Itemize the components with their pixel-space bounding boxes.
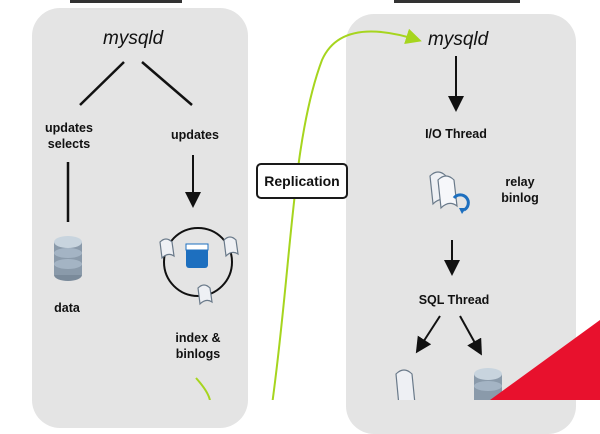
binlog-cycle-icon	[159, 227, 239, 306]
sql-branch-arrow-left	[415, 315, 441, 354]
relay-binlog-icon	[429, 171, 470, 214]
replication-curve	[271, 28, 422, 400]
data-label: data	[54, 301, 80, 315]
slave-panel-top-edge	[394, 0, 520, 3]
binlog-outflow-curve	[195, 377, 211, 400]
master-mysqld-title: mysqld	[103, 28, 164, 49]
sql-branch-arrow-right	[459, 315, 482, 356]
master-branch-line-right	[141, 61, 193, 106]
relay-binlog-label: relay binlog	[501, 175, 539, 206]
slave-mysqld-title: mysqld	[428, 29, 489, 50]
diagram-canvas	[54, 28, 600, 400]
red-corner-accent	[490, 320, 600, 400]
slave-server-panel	[346, 14, 576, 434]
updates-selects-label: updates selects	[45, 121, 93, 152]
sql-thread-label: SQL Thread	[418, 293, 490, 307]
master-branch-line-left	[79, 61, 125, 106]
replication-box: Replication	[256, 163, 348, 199]
io-thread-label: I/O Thread	[425, 127, 487, 141]
updates-label: updates	[171, 128, 219, 142]
master-panel-top-edge	[70, 0, 182, 3]
relay-log-scroll-icon	[395, 369, 416, 400]
database-icon	[54, 236, 82, 281]
binlog-label: index & binlogs	[175, 331, 221, 362]
